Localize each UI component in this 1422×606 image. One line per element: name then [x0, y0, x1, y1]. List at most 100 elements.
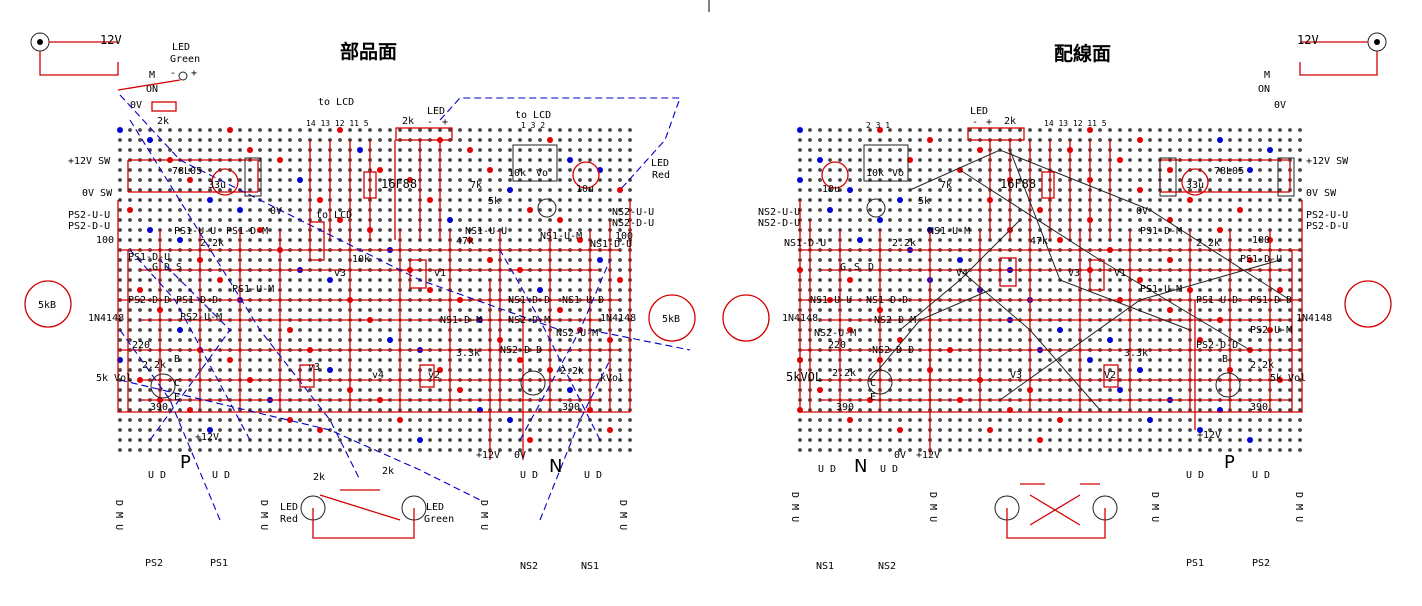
board-hole: [968, 388, 972, 392]
board-hole: [468, 338, 472, 342]
board-hole: [128, 408, 132, 412]
board-hole: [1298, 268, 1302, 272]
board-hole: [178, 368, 182, 372]
label: NS1-U-U: [810, 295, 852, 306]
board-outline: [799, 200, 1303, 413]
board-hole: [318, 338, 322, 342]
board-hole: [1058, 368, 1062, 372]
board-hole: [128, 398, 132, 402]
board-hole: [568, 328, 572, 332]
board-hole: [898, 158, 902, 162]
board-hole: [858, 368, 862, 372]
board-hole: [1068, 338, 1072, 342]
board-hole: [1218, 168, 1222, 172]
board-hole: [1138, 258, 1142, 262]
board-hole: [1198, 288, 1202, 292]
board-hole: [558, 278, 562, 282]
board-hole: [468, 208, 472, 212]
board-hole: [488, 188, 492, 192]
board-hole: [898, 278, 902, 282]
board-hole: [1098, 368, 1102, 372]
board-hole: [908, 428, 912, 432]
board-hole: [928, 188, 932, 192]
board-hole: [838, 418, 842, 422]
board-hole: [898, 308, 902, 312]
board-hole: [1198, 308, 1202, 312]
board-hole: [618, 328, 622, 332]
board-hole: [408, 438, 412, 442]
board-hole: [1128, 168, 1132, 172]
board-hole: [518, 168, 522, 172]
board-hole: [818, 308, 822, 312]
board-hole: [998, 178, 1002, 182]
board-hole: [498, 168, 502, 172]
board-hole: [1038, 428, 1042, 432]
board-hole: [358, 288, 362, 292]
board-hole: [298, 448, 302, 452]
board-hole: [1098, 418, 1102, 422]
label-2k: 2k: [157, 116, 169, 127]
board-hole: [218, 358, 222, 362]
board-hole: [938, 288, 942, 292]
board-hole: [818, 418, 822, 422]
board-hole: [218, 198, 222, 202]
board-hole: [1238, 188, 1242, 192]
board-hole: [408, 328, 412, 332]
board-hole: [288, 228, 292, 232]
board-hole: [858, 388, 862, 392]
board-hole: [1008, 428, 1012, 432]
label: PS2-D-U: [1306, 221, 1348, 232]
board-hole: [548, 438, 552, 442]
board-hole: [248, 368, 252, 372]
left-ic-icon: [299, 364, 315, 388]
board-hole: [528, 218, 532, 222]
board-hole: [1278, 308, 1282, 312]
board-hole: [618, 308, 622, 312]
board-hole: [1118, 288, 1122, 292]
board-hole: [968, 408, 972, 412]
solder-pad: [1137, 277, 1143, 283]
board-hole: [848, 178, 852, 182]
board-hole: [1148, 188, 1152, 192]
board-hole: [188, 198, 192, 202]
board-hole: [268, 448, 272, 452]
board-hole: [868, 168, 872, 172]
board-hole: [208, 288, 212, 292]
board-hole: [178, 258, 182, 262]
board-hole: [438, 358, 442, 362]
board-hole: [998, 288, 1002, 292]
board-hole: [298, 198, 302, 202]
board-hole: [128, 198, 132, 202]
board-hole: [618, 168, 622, 172]
board-hole: [338, 448, 342, 452]
board-hole: [178, 418, 182, 422]
solder-pad: [517, 357, 523, 363]
board-hole: [298, 208, 302, 212]
board-hole: [358, 408, 362, 412]
board-hole: [1168, 428, 1172, 432]
board-hole: [258, 408, 262, 412]
board-hole: [558, 198, 562, 202]
board-hole: [378, 178, 382, 182]
board-hole: [1138, 208, 1142, 212]
board-hole: [178, 188, 182, 192]
board-hole: [968, 308, 972, 312]
board-hole: [1268, 418, 1272, 422]
board-hole: [1278, 408, 1282, 412]
board-hole: [128, 278, 132, 282]
board-hole: [1298, 398, 1302, 402]
label: LED: [651, 158, 669, 169]
board-hole: [1128, 188, 1132, 192]
board-hole: [968, 238, 972, 242]
board-hole: [258, 128, 262, 132]
board-hole: [338, 178, 342, 182]
board-hole: [1068, 258, 1072, 262]
solder-pad: [327, 277, 333, 283]
label-led: LED: [172, 42, 190, 53]
board-hole: [548, 158, 552, 162]
solder-pad: [597, 257, 603, 263]
board-hole: [378, 368, 382, 372]
board-hole: [998, 128, 1002, 132]
board-hole: [268, 308, 272, 312]
board-hole: [418, 358, 422, 362]
